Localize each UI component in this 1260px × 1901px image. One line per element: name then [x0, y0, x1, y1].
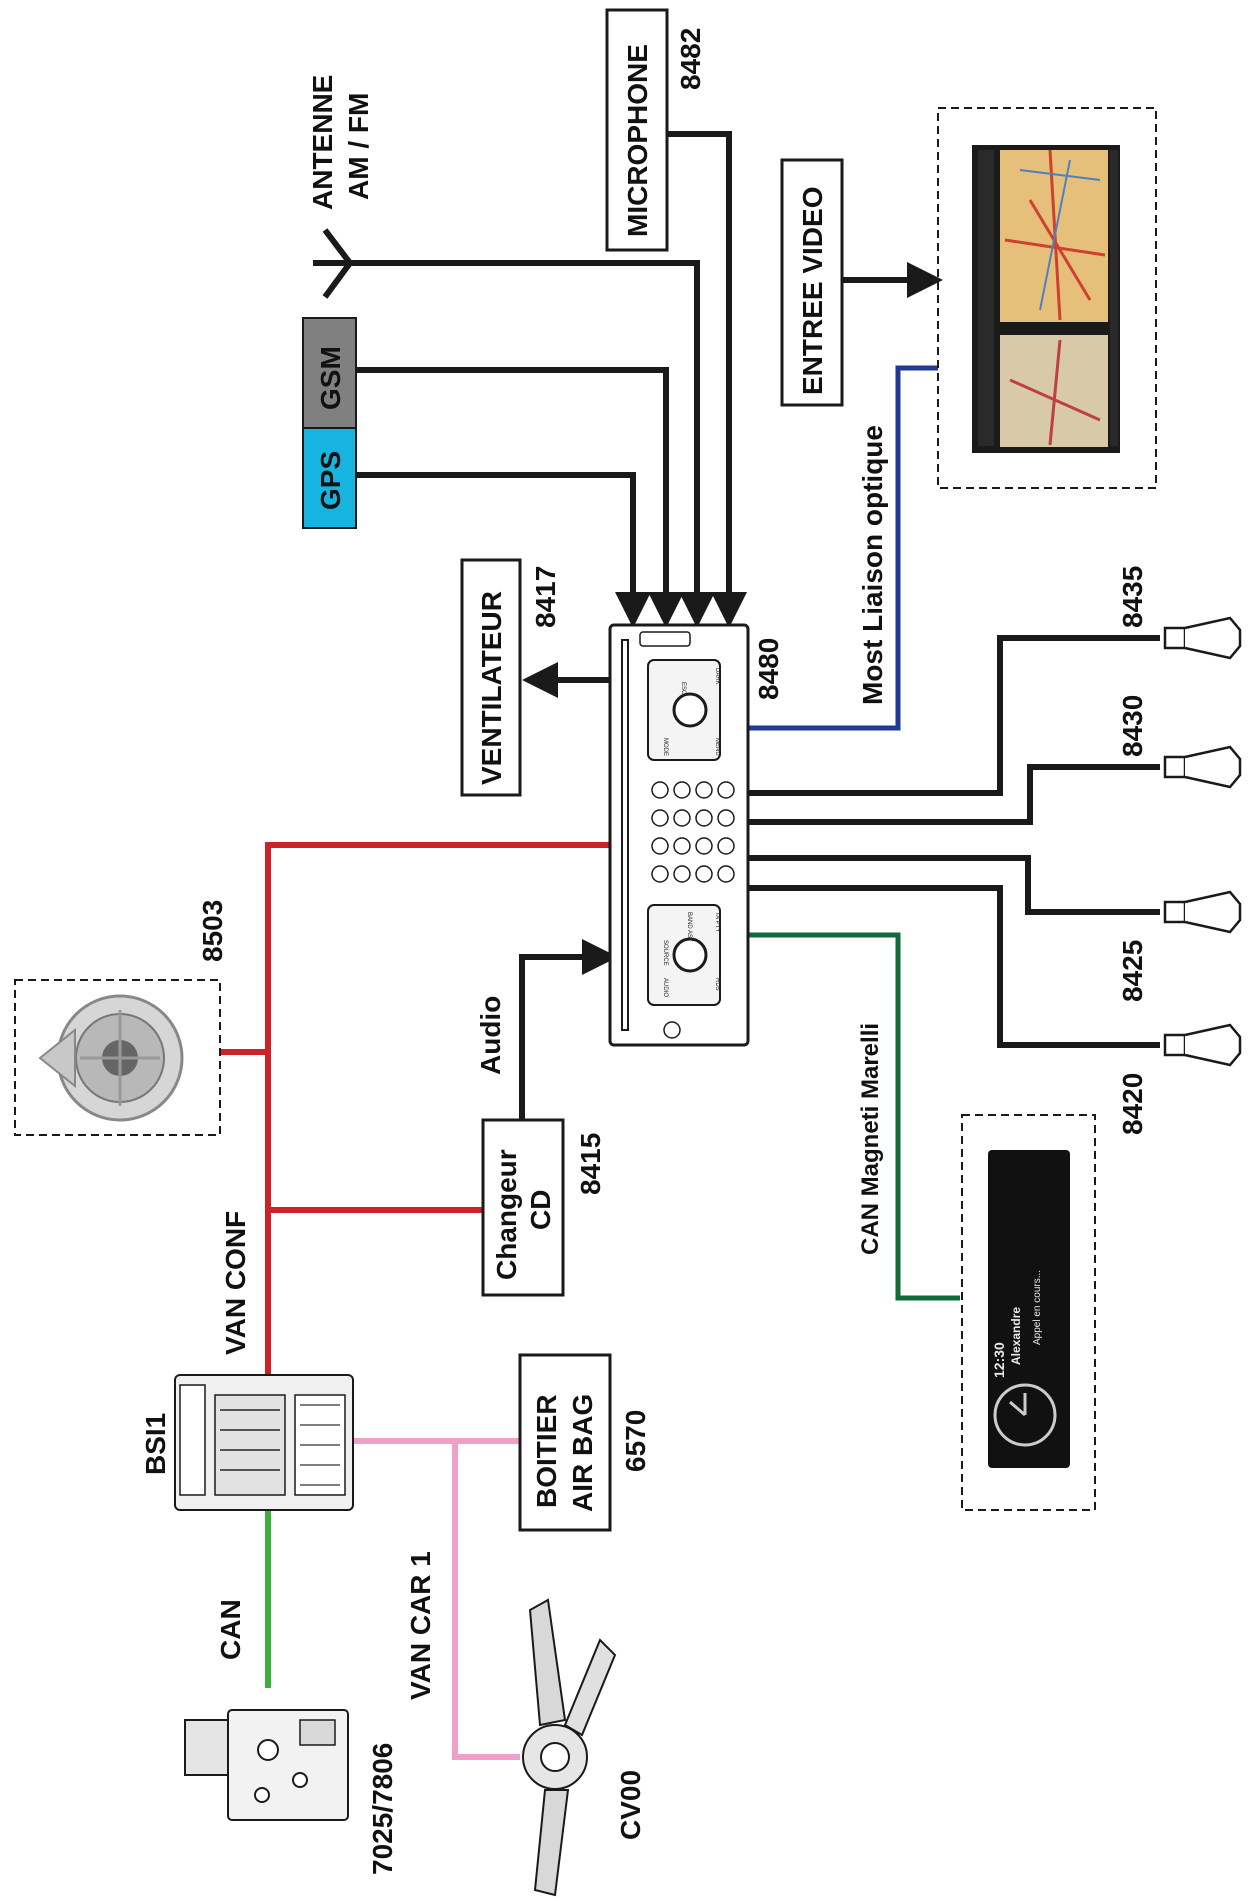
gps-label: GPS — [315, 451, 346, 510]
am-fm-label: AM / FM — [343, 93, 374, 200]
radio-button-audio: AUDIO — [662, 978, 668, 997]
van-conf-bus — [220, 842, 610, 1390]
navigation-box — [937, 107, 1157, 489]
speaker-icon — [1163, 616, 1242, 1067]
radio-button-esc: ESC — [680, 682, 686, 695]
airbag-box — [518, 1353, 612, 1532]
gps-block — [302, 427, 357, 529]
radio-button-mode: MODE — [662, 738, 668, 756]
changeur-cd-label: CD — [525, 1190, 556, 1230]
abs-module-icon — [184, 1709, 349, 1821]
speaker-code-8430: 8430 — [1117, 695, 1148, 757]
display-name: Alexandre — [1009, 1307, 1023, 1365]
fan-icon — [38, 994, 184, 1122]
display-time: 12:30 — [991, 1342, 1007, 1378]
radio-button-ta: TA PTY — [714, 912, 720, 932]
entree-video-box — [780, 158, 844, 407]
can-magneti-link — [748, 932, 960, 1301]
microphone-box — [605, 8, 669, 252]
fan-code: 8503 — [197, 900, 228, 962]
changeur-box — [481, 1118, 565, 1297]
bsi-module-icon — [174, 1374, 354, 1511]
radio-button-band: BAND AST — [686, 912, 692, 942]
bsi-label: BSI1 — [140, 1413, 171, 1475]
radio-button-dark: DARK — [714, 668, 720, 685]
abs-code: 7025/7806 — [367, 1743, 398, 1875]
most-label: Most Liaison optique — [857, 425, 888, 705]
gsm-label: GSM — [315, 346, 346, 410]
van-conf-label: VAN CONF — [220, 1211, 251, 1355]
radio-button-menu: MENU — [714, 738, 720, 756]
display-box — [961, 1114, 1096, 1511]
most-link — [748, 365, 938, 731]
changeur-label: Changeur — [491, 1149, 522, 1280]
speaker-code-8420: 8420 — [1117, 1073, 1148, 1135]
radio-code: 8480 — [753, 638, 784, 700]
navigation-screen-icon — [972, 145, 1120, 453]
cv00-label: CV00 — [615, 1770, 646, 1840]
multifunction-display-icon — [988, 1150, 1070, 1468]
speaker-code-8435: 8435 — [1117, 566, 1148, 628]
stalk-switch-icon — [522, 1598, 617, 1897]
speaker-links — [748, 635, 1160, 1048]
ventilateur-box — [460, 558, 522, 797]
radio-button-rds: RDS — [714, 978, 720, 991]
audio-label: Audio — [475, 996, 506, 1075]
fan-box — [14, 979, 221, 1136]
ventilateur-label: VENTILATEUR — [476, 591, 507, 785]
radio-unit-icon — [608, 623, 750, 1047]
airbag-label-2: AIR BAG — [567, 1394, 598, 1512]
van-car-label: VAN CAR 1 — [405, 1551, 436, 1700]
microphone-label: MICROPHONE — [622, 44, 653, 237]
can-label: CAN — [215, 1599, 246, 1660]
van-car-bus — [352, 1438, 520, 1760]
display-status: Appel en cours... — [1032, 1270, 1043, 1345]
microphone-code: 8482 — [675, 28, 706, 90]
audio-link — [519, 939, 618, 1120]
airbag-code: 6570 — [620, 1410, 651, 1472]
can-magneti-label: CAN Magneti Marelli — [857, 1023, 884, 1255]
speaker-code-8425: 8425 — [1117, 940, 1148, 1002]
changeur-code: 8415 — [575, 1133, 606, 1195]
ventilateur-code: 8417 — [530, 566, 561, 628]
antenna-links — [350, 131, 747, 628]
entree-video-label: ENTREE VIDEO — [797, 187, 828, 395]
antenna-icon — [313, 228, 353, 299]
radio-button-source: SOURCE — [662, 940, 668, 966]
antenne-label: ANTENNE — [307, 75, 338, 210]
airbag-label: BOITIER — [531, 1394, 562, 1508]
